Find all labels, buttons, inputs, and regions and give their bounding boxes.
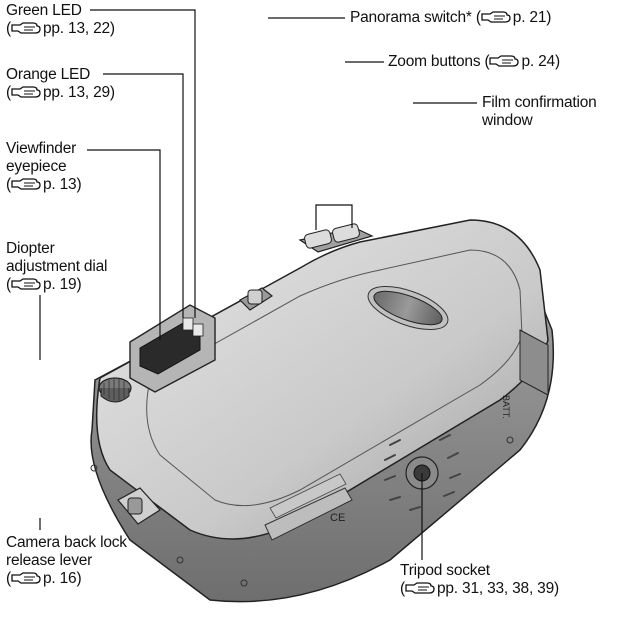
pointing-hand-reference-icon xyxy=(11,571,41,585)
label-viewfinder: Viewfinder eyepiece (p. 13) xyxy=(6,140,82,193)
label-panorama-title: Panorama switch* xyxy=(350,9,472,26)
screw-icon xyxy=(90,464,98,472)
ce-mark: CE xyxy=(330,512,345,524)
leader-zoom-bracket xyxy=(315,204,353,230)
label-viewfinder-ref: p. 13 xyxy=(42,176,77,193)
label-film-window-title: Film confirmation xyxy=(482,94,597,111)
label-viewfinder-title: Viewfinder xyxy=(6,140,77,157)
film-confirmation-window xyxy=(367,286,449,330)
label-plate: CE xyxy=(264,473,353,541)
label-tripod-title: Tripod socket xyxy=(400,562,490,579)
label-diopter-title-2: adjustment dial xyxy=(6,258,108,275)
label-tripod-ref: pp. 31, 33, 38, 39 xyxy=(436,580,555,597)
pointing-hand-reference-icon xyxy=(11,277,41,291)
pointing-hand-reference-icon xyxy=(489,54,520,68)
panorama-switch xyxy=(239,287,274,311)
leader-orange-led xyxy=(103,73,184,318)
label-orange-led-title: Orange LED xyxy=(6,66,91,83)
label-panorama: Panorama switch* (p. 21) xyxy=(350,9,552,26)
label-diopter: Diopter adjustment dial (p. 19) xyxy=(6,240,108,293)
green-led xyxy=(182,317,194,331)
label-zoom-ref: p. 24 xyxy=(521,53,555,70)
label-film-window: Film confirmation window xyxy=(482,94,597,130)
pointing-hand-reference-icon xyxy=(11,177,41,191)
label-back-lock: Camera back lock release lever (p. 16) xyxy=(6,534,127,587)
label-orange-led-ref: pp. 13, 29 xyxy=(42,84,110,101)
leader-green-led xyxy=(90,9,196,318)
viewfinder-eyepiece xyxy=(129,304,216,393)
label-diopter-title: Diopter xyxy=(6,240,55,257)
label-green-led-ref: pp. 13, 22 xyxy=(42,20,110,37)
screw-icon xyxy=(240,579,248,587)
zoom-buttons xyxy=(298,223,374,253)
diopter-adjustment-dial xyxy=(98,377,132,403)
orange-led xyxy=(192,323,204,337)
pointing-hand-reference-icon xyxy=(11,85,41,99)
vent-slots xyxy=(384,434,461,511)
label-back-lock-title-2: release lever xyxy=(6,552,93,569)
screw-icon xyxy=(176,556,184,564)
label-zoom: Zoom buttons (p. 24) xyxy=(388,53,560,70)
batt-marking: BATT. xyxy=(501,395,511,419)
label-orange-led: Orange LED (pp. 13, 29) xyxy=(6,66,115,101)
pointing-hand-reference-icon xyxy=(481,10,511,24)
camera-panel-outline xyxy=(146,249,523,507)
label-film-window-title-2: window xyxy=(482,112,533,129)
pointing-hand-reference-icon xyxy=(405,581,435,595)
label-diopter-ref: p. 19 xyxy=(42,276,77,293)
label-green-led-title: Green LED xyxy=(6,2,82,19)
battery-cover: BATT. xyxy=(501,329,549,419)
label-tripod: Tripod socket (pp. 31, 33, 38, 39) xyxy=(400,562,559,597)
label-panorama-ref: p. 21 xyxy=(512,9,547,26)
pointing-hand-reference-icon xyxy=(11,21,41,35)
camera-body: BATT. CE xyxy=(90,219,555,603)
camera-back-lock-release-lever xyxy=(117,487,161,525)
label-back-lock-ref: p. 16 xyxy=(42,570,77,587)
screw-icon xyxy=(506,436,514,444)
label-green-led: Green LED (pp. 13, 22) xyxy=(6,2,115,37)
label-viewfinder-title-2: eyepiece xyxy=(6,158,67,175)
leader-viewfinder xyxy=(87,149,161,340)
label-zoom-title: Zoom buttons xyxy=(388,53,481,70)
leader-lines xyxy=(39,9,477,560)
label-back-lock-title: Camera back lock xyxy=(6,534,127,551)
